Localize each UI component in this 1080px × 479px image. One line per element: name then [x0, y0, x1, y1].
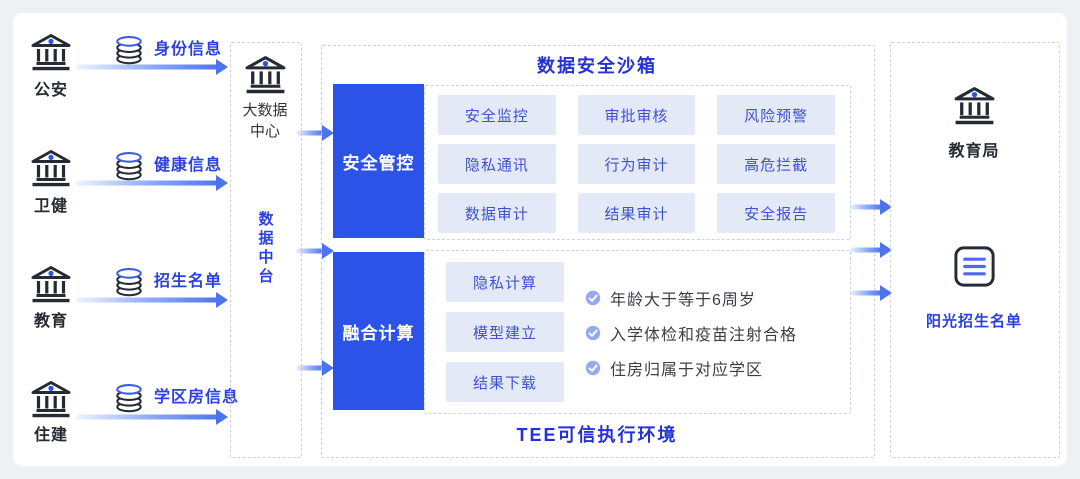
government-building-icon — [29, 379, 73, 419]
chip-privacy-computing: 隐私计算 — [446, 262, 564, 302]
chip-result-download: 结果下载 — [446, 362, 564, 402]
chip-approval-review: 审批审核 — [577, 95, 696, 135]
flow-arrow — [76, 59, 228, 75]
sunshine-enrollment-list-label: 阳光招生名单 — [925, 313, 1022, 330]
org-label-public-security: 公安 — [33, 82, 68, 99]
chip-security-monitoring: 安全监控 — [438, 95, 556, 135]
security-control-block: 安全管控 — [333, 84, 424, 238]
rule-housing-district: 住房归属于对应学区 — [585, 357, 763, 379]
data-label-identity: 身份信息 — [154, 41, 223, 58]
org-label-education: 教育 — [33, 313, 68, 330]
big-data-center-line1: 大数据 — [242, 102, 288, 119]
government-building-icon — [243, 54, 288, 95]
rule-text: 入学体检和疫苗注射合格 — [610, 327, 798, 344]
government-building-icon — [29, 264, 73, 304]
sandbox-title: 数据安全沙箱 — [537, 56, 657, 76]
data-label-health: 健康信息 — [154, 157, 223, 174]
flow-arrow — [850, 199, 892, 215]
document-list-icon — [951, 243, 998, 290]
chip-high-risk-interception: 高危拦截 — [717, 144, 835, 184]
output-panel — [890, 42, 1060, 458]
flow-arrow — [76, 292, 228, 308]
org-label-health: 卫健 — [33, 198, 68, 215]
chip-model-building: 模型建立 — [446, 312, 564, 352]
tee-environment-label: TEE可信执行环境 — [516, 425, 678, 445]
chip-result-audit: 结果审计 — [577, 193, 696, 233]
org-label-housing: 住建 — [33, 427, 68, 444]
government-building-icon — [952, 85, 997, 126]
chip-data-audit: 数据审计 — [438, 193, 556, 233]
security-chip-grid: 安全监控 审批审核 风险预警 隐私通讯 行为审计 高危拦截 数据审计 结果审计 … — [438, 95, 835, 233]
flow-arrow — [76, 409, 228, 425]
data-label-enrollment: 招生名单 — [154, 273, 223, 290]
check-icon — [585, 290, 601, 306]
government-building-icon — [29, 32, 73, 72]
big-data-center-label: 大数据 中心 — [230, 100, 300, 142]
chip-security-report: 安全报告 — [717, 193, 835, 233]
flow-arrow — [296, 125, 334, 141]
rule-age: 年龄大于等于6周岁 — [585, 287, 756, 309]
chip-behavior-audit: 行为审计 — [577, 144, 696, 184]
flow-arrow — [296, 360, 334, 376]
flow-arrow — [296, 243, 334, 259]
rule-physical-vaccine: 入学体检和疫苗注射合格 — [585, 322, 797, 344]
data-platform-label: 数据中台 — [256, 211, 274, 287]
rule-text: 住房归属于对应学区 — [610, 362, 764, 379]
rule-text: 年龄大于等于6周岁 — [610, 292, 756, 309]
check-icon — [585, 360, 601, 376]
education-bureau-label: 教育局 — [948, 143, 1000, 160]
fusion-compute-block: 融合计算 — [333, 252, 424, 410]
big-data-center-line2: 中心 — [249, 123, 280, 140]
chip-private-communication: 隐私通讯 — [438, 144, 556, 184]
chip-risk-warning: 风险预警 — [717, 95, 835, 135]
government-building-icon — [29, 148, 73, 188]
check-icon — [585, 325, 601, 341]
flow-arrow — [76, 175, 228, 191]
compute-panel — [424, 250, 851, 414]
security-chips-panel — [424, 85, 851, 240]
flow-arrow — [850, 285, 892, 301]
data-label-housing: 学区房信息 — [154, 389, 240, 406]
flow-arrow — [850, 242, 892, 258]
